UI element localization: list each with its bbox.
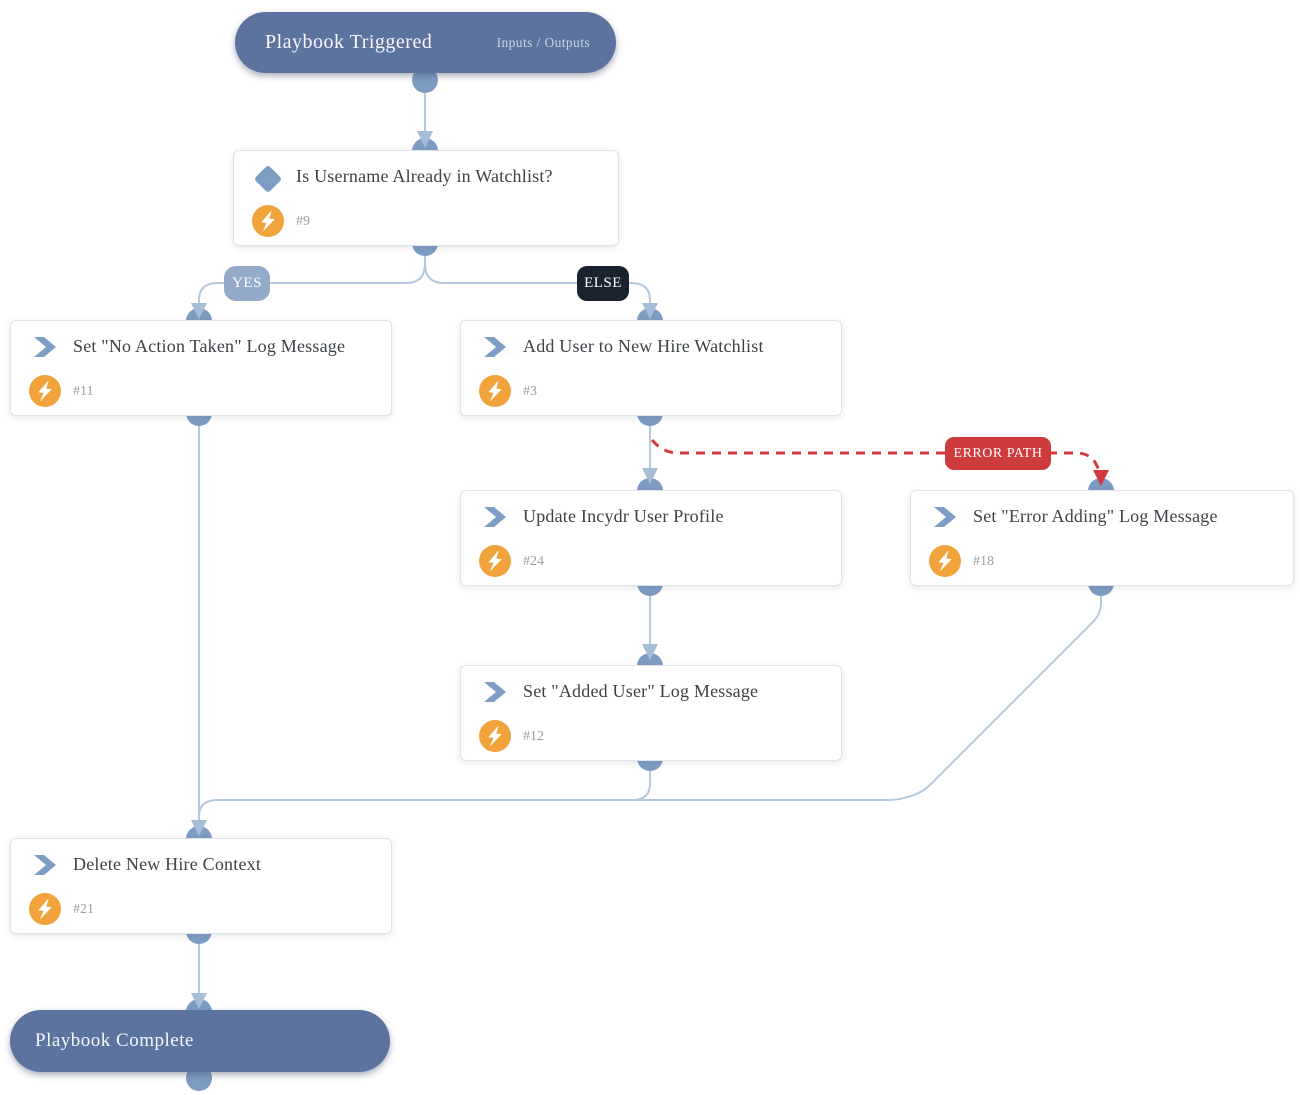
arrowhead (191, 303, 207, 319)
action-chevron-icon (484, 337, 506, 357)
connector-18-bottom (1088, 583, 1114, 596)
node-playbook-complete[interactable]: Playbook Complete (10, 1010, 390, 1072)
arrowhead (417, 131, 433, 148)
automation-bolt-icon (929, 545, 961, 577)
decision-diamond-icon (255, 166, 281, 192)
node-set-no-action-taken-log[interactable]: Set "No Action Taken" Log Message #11 (10, 320, 392, 416)
action-chevron-icon (484, 682, 506, 702)
branch-label-yes[interactable]: YES (224, 266, 270, 301)
arrowhead (642, 644, 658, 660)
inputs-outputs-link[interactable]: Inputs / Outputs (496, 34, 590, 50)
connector-decision-bottom (412, 243, 438, 256)
arrowhead (191, 993, 207, 1009)
edge-12-trunk (400, 763, 651, 801)
edge-18-trunk (198, 588, 1102, 817)
connector-start-bottom (412, 67, 438, 93)
end-title: Playbook Complete (35, 1030, 194, 1051)
arrowhead-error (1093, 470, 1109, 486)
node-ref: #18 (973, 554, 994, 569)
node-playbook-triggered[interactable]: Playbook Triggered Inputs / Outputs (235, 12, 616, 73)
node-decision-is-username-in-watchlist[interactable]: Is Username Already in Watchlist? #9 (233, 150, 619, 246)
branch-label-error-path[interactable]: ERROR PATH (945, 437, 1051, 470)
node-set-added-user-log[interactable]: Set "Added User" Log Message #12 (460, 665, 842, 761)
node-ref: #11 (73, 384, 94, 399)
node-title: Update Incydr User Profile (523, 506, 724, 526)
action-chevron-icon (934, 507, 956, 527)
arrowhead (642, 468, 658, 484)
branch-label-else[interactable]: ELSE (577, 266, 629, 301)
node-ref: #12 (523, 729, 544, 744)
connector-24-bottom (637, 583, 663, 596)
automation-bolt-icon (479, 375, 511, 407)
edge-decision-else (424, 250, 651, 304)
node-ref: #24 (523, 554, 544, 569)
connector-3-bottom (637, 413, 663, 426)
connector-11-bottom (186, 413, 212, 426)
automation-bolt-icon (29, 375, 61, 407)
edge-decision-yes (198, 250, 426, 304)
node-title: Add User to New Hire Watchlist (523, 336, 764, 356)
node-title: Set "No Action Taken" Log Message (73, 336, 346, 356)
node-set-error-adding-log[interactable]: Set "Error Adding" Log Message #18 (910, 490, 1294, 586)
connector-21-bottom (186, 931, 212, 944)
start-title: Playbook Triggered (265, 31, 433, 53)
automation-bolt-icon (29, 893, 61, 925)
automation-bolt-icon (479, 545, 511, 577)
arrowhead (191, 820, 207, 836)
node-title: Delete New Hire Context (73, 854, 262, 874)
node-title: Set "Error Adding" Log Message (973, 506, 1218, 526)
action-chevron-icon (34, 337, 56, 357)
action-chevron-icon (34, 855, 56, 875)
action-chevron-icon (484, 507, 506, 527)
node-delete-new-hire-context[interactable]: Delete New Hire Context #21 (10, 838, 392, 934)
node-title: Is Username Already in Watchlist? (296, 166, 553, 186)
automation-bolt-icon (479, 720, 511, 752)
connector-12-bottom (637, 758, 663, 771)
arrowhead (642, 303, 658, 319)
node-add-user-to-watchlist[interactable]: Add User to New Hire Watchlist #3 (460, 320, 842, 416)
node-ref: #3 (523, 384, 537, 399)
node-ref: #21 (73, 902, 94, 917)
node-ref: #9 (296, 214, 310, 229)
connector-24-top (637, 478, 663, 491)
node-update-incydr-user-profile[interactable]: Update Incydr User Profile #24 (460, 490, 842, 586)
node-title: Set "Added User" Log Message (523, 681, 759, 701)
automation-bolt-icon (252, 205, 284, 237)
